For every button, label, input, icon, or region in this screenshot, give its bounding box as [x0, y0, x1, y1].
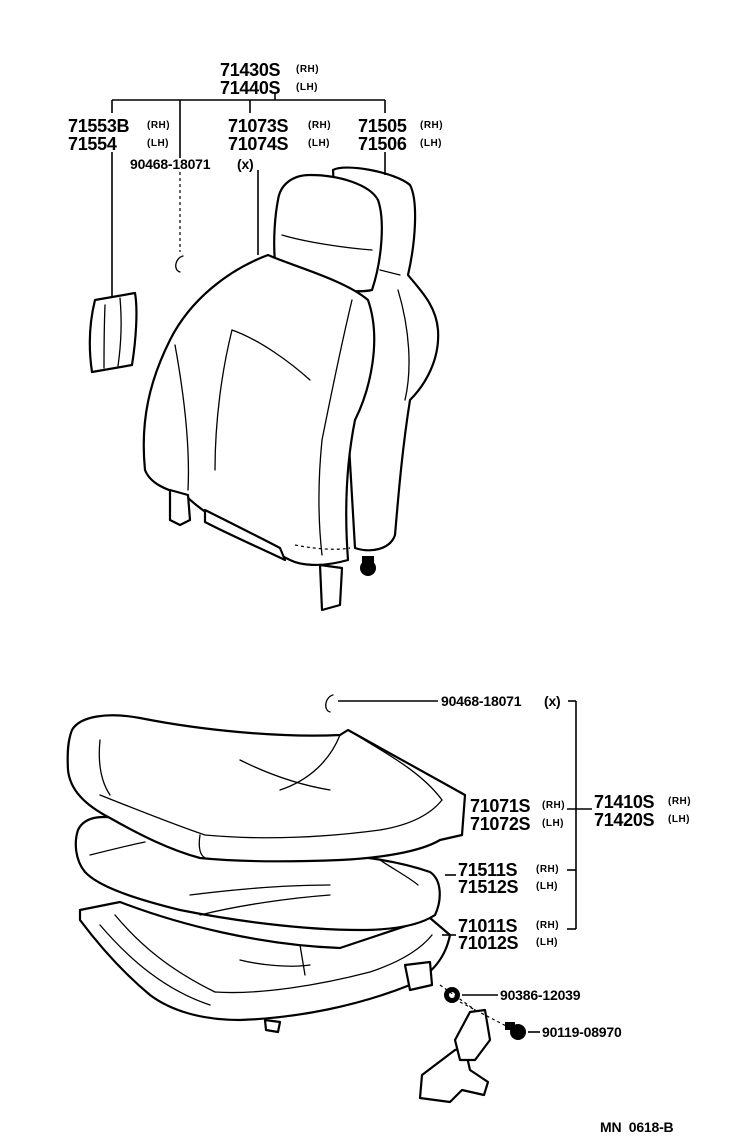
- cushion-assy-lh-tag: (LH): [668, 814, 690, 825]
- back-pad-rh-tag: (RH): [420, 120, 443, 131]
- diagram-code: MN 0618-B: [600, 1119, 674, 1135]
- seat-back-assy-rh-part: 71430S: [220, 60, 281, 80]
- cushion-pad-rh-tag: (RH): [536, 864, 559, 875]
- bolt-drawing: [505, 1022, 526, 1040]
- callout-cushion-hog-ring: 90468-18071 (x): [441, 693, 561, 709]
- cushion-hog-ring-part: 90468-18071: [441, 693, 522, 709]
- cushion-cover-lh-part: 71072S: [470, 814, 531, 834]
- cushion-pad-lh-part: 71512S: [458, 877, 519, 897]
- cushion-assy-rh-tag: (RH): [668, 796, 691, 807]
- back-pad-lh-part: 71506: [358, 134, 407, 154]
- cushion-frame-lh-part: 71012S: [458, 933, 519, 953]
- bolt-part: 90119-08970: [542, 1024, 622, 1040]
- back-cover-lh-tag: (LH): [308, 138, 330, 149]
- seat-back-assy-lh-tag: (LH): [296, 82, 318, 93]
- cushion-pad-rh-part: 71511S: [458, 860, 518, 880]
- back-cover-rh-part: 71073S: [228, 116, 289, 136]
- cushion-pad-lh-tag: (LH): [536, 881, 558, 892]
- callout-cushion-frame: 71011S (RH) 71012S (LH): [458, 916, 559, 953]
- back-cover-lh-part: 71074S: [228, 134, 289, 154]
- callout-back-cover: 71073S (RH) 71074S (LH): [228, 116, 331, 154]
- callout-cushion-assy: 71410S (RH) 71420S (LH): [594, 792, 691, 830]
- nut-drawing: [444, 987, 460, 1003]
- callout-seat-back-assy: 71430S (RH) 71440S (LH): [220, 60, 319, 98]
- back-hog-ring-tag: (x): [237, 156, 254, 172]
- back-board-rh-part: 71553B: [68, 116, 130, 136]
- callout-back-hog-ring: 90468-18071 (x): [130, 156, 254, 172]
- callout-back-pad: 71505 (RH) 71506 (LH): [358, 116, 443, 154]
- seat-back-cover-drawing: [142, 173, 383, 612]
- seat-cushion-leader-lines: [338, 700, 592, 1033]
- back-pad-rh-part: 71505: [358, 116, 407, 136]
- cushion-assy-rh-part: 71410S: [594, 792, 655, 812]
- cushion-assy-lh-part: 71420S: [594, 810, 655, 830]
- cushion-frame-drawing: [78, 900, 452, 1034]
- seat-back-assy-lh-part: 71440S: [220, 78, 281, 98]
- seat-back-bolt-drawing: [360, 556, 376, 576]
- cushion-cover-drawing: [66, 714, 467, 863]
- cushion-hog-ring-drawing: [325, 694, 334, 713]
- cushion-frame-rh-tag: (RH): [536, 920, 559, 931]
- callout-cushion-pad: 71511S (RH) 71512S (LH): [458, 860, 559, 897]
- back-hog-ring-drawing: [175, 255, 184, 273]
- nut-part: 90386-12039: [500, 987, 581, 1003]
- cushion-cover-rh-part: 71071S: [470, 796, 531, 816]
- back-pad-lh-tag: (LH): [420, 138, 442, 149]
- callout-back-board: 71553B (RH) 71554 (LH): [68, 116, 170, 154]
- seat-back-assy-rh-tag: (RH): [296, 64, 319, 75]
- cushion-frame-lh-tag: (LH): [536, 937, 558, 948]
- cushion-cover-rh-tag: (RH): [542, 800, 565, 811]
- back-board-drawing: [88, 291, 138, 374]
- back-hog-ring-part: 90468-18071: [130, 156, 211, 172]
- back-board-lh-part: 71554: [68, 134, 117, 154]
- back-board-rh-tag: (RH): [147, 120, 170, 131]
- cushion-hog-ring-tag: (x): [544, 693, 561, 709]
- callout-cushion-cover: 71071S (RH) 71072S (LH): [470, 796, 565, 834]
- seat-rail-drawing: [418, 1008, 492, 1104]
- cushion-frame-rh-part: 71011S: [458, 916, 518, 936]
- seat-back-leader-lines: [111, 94, 386, 296]
- back-cover-rh-tag: (RH): [308, 120, 331, 131]
- cushion-cover-lh-tag: (LH): [542, 818, 564, 829]
- back-board-lh-tag: (LH): [147, 138, 169, 149]
